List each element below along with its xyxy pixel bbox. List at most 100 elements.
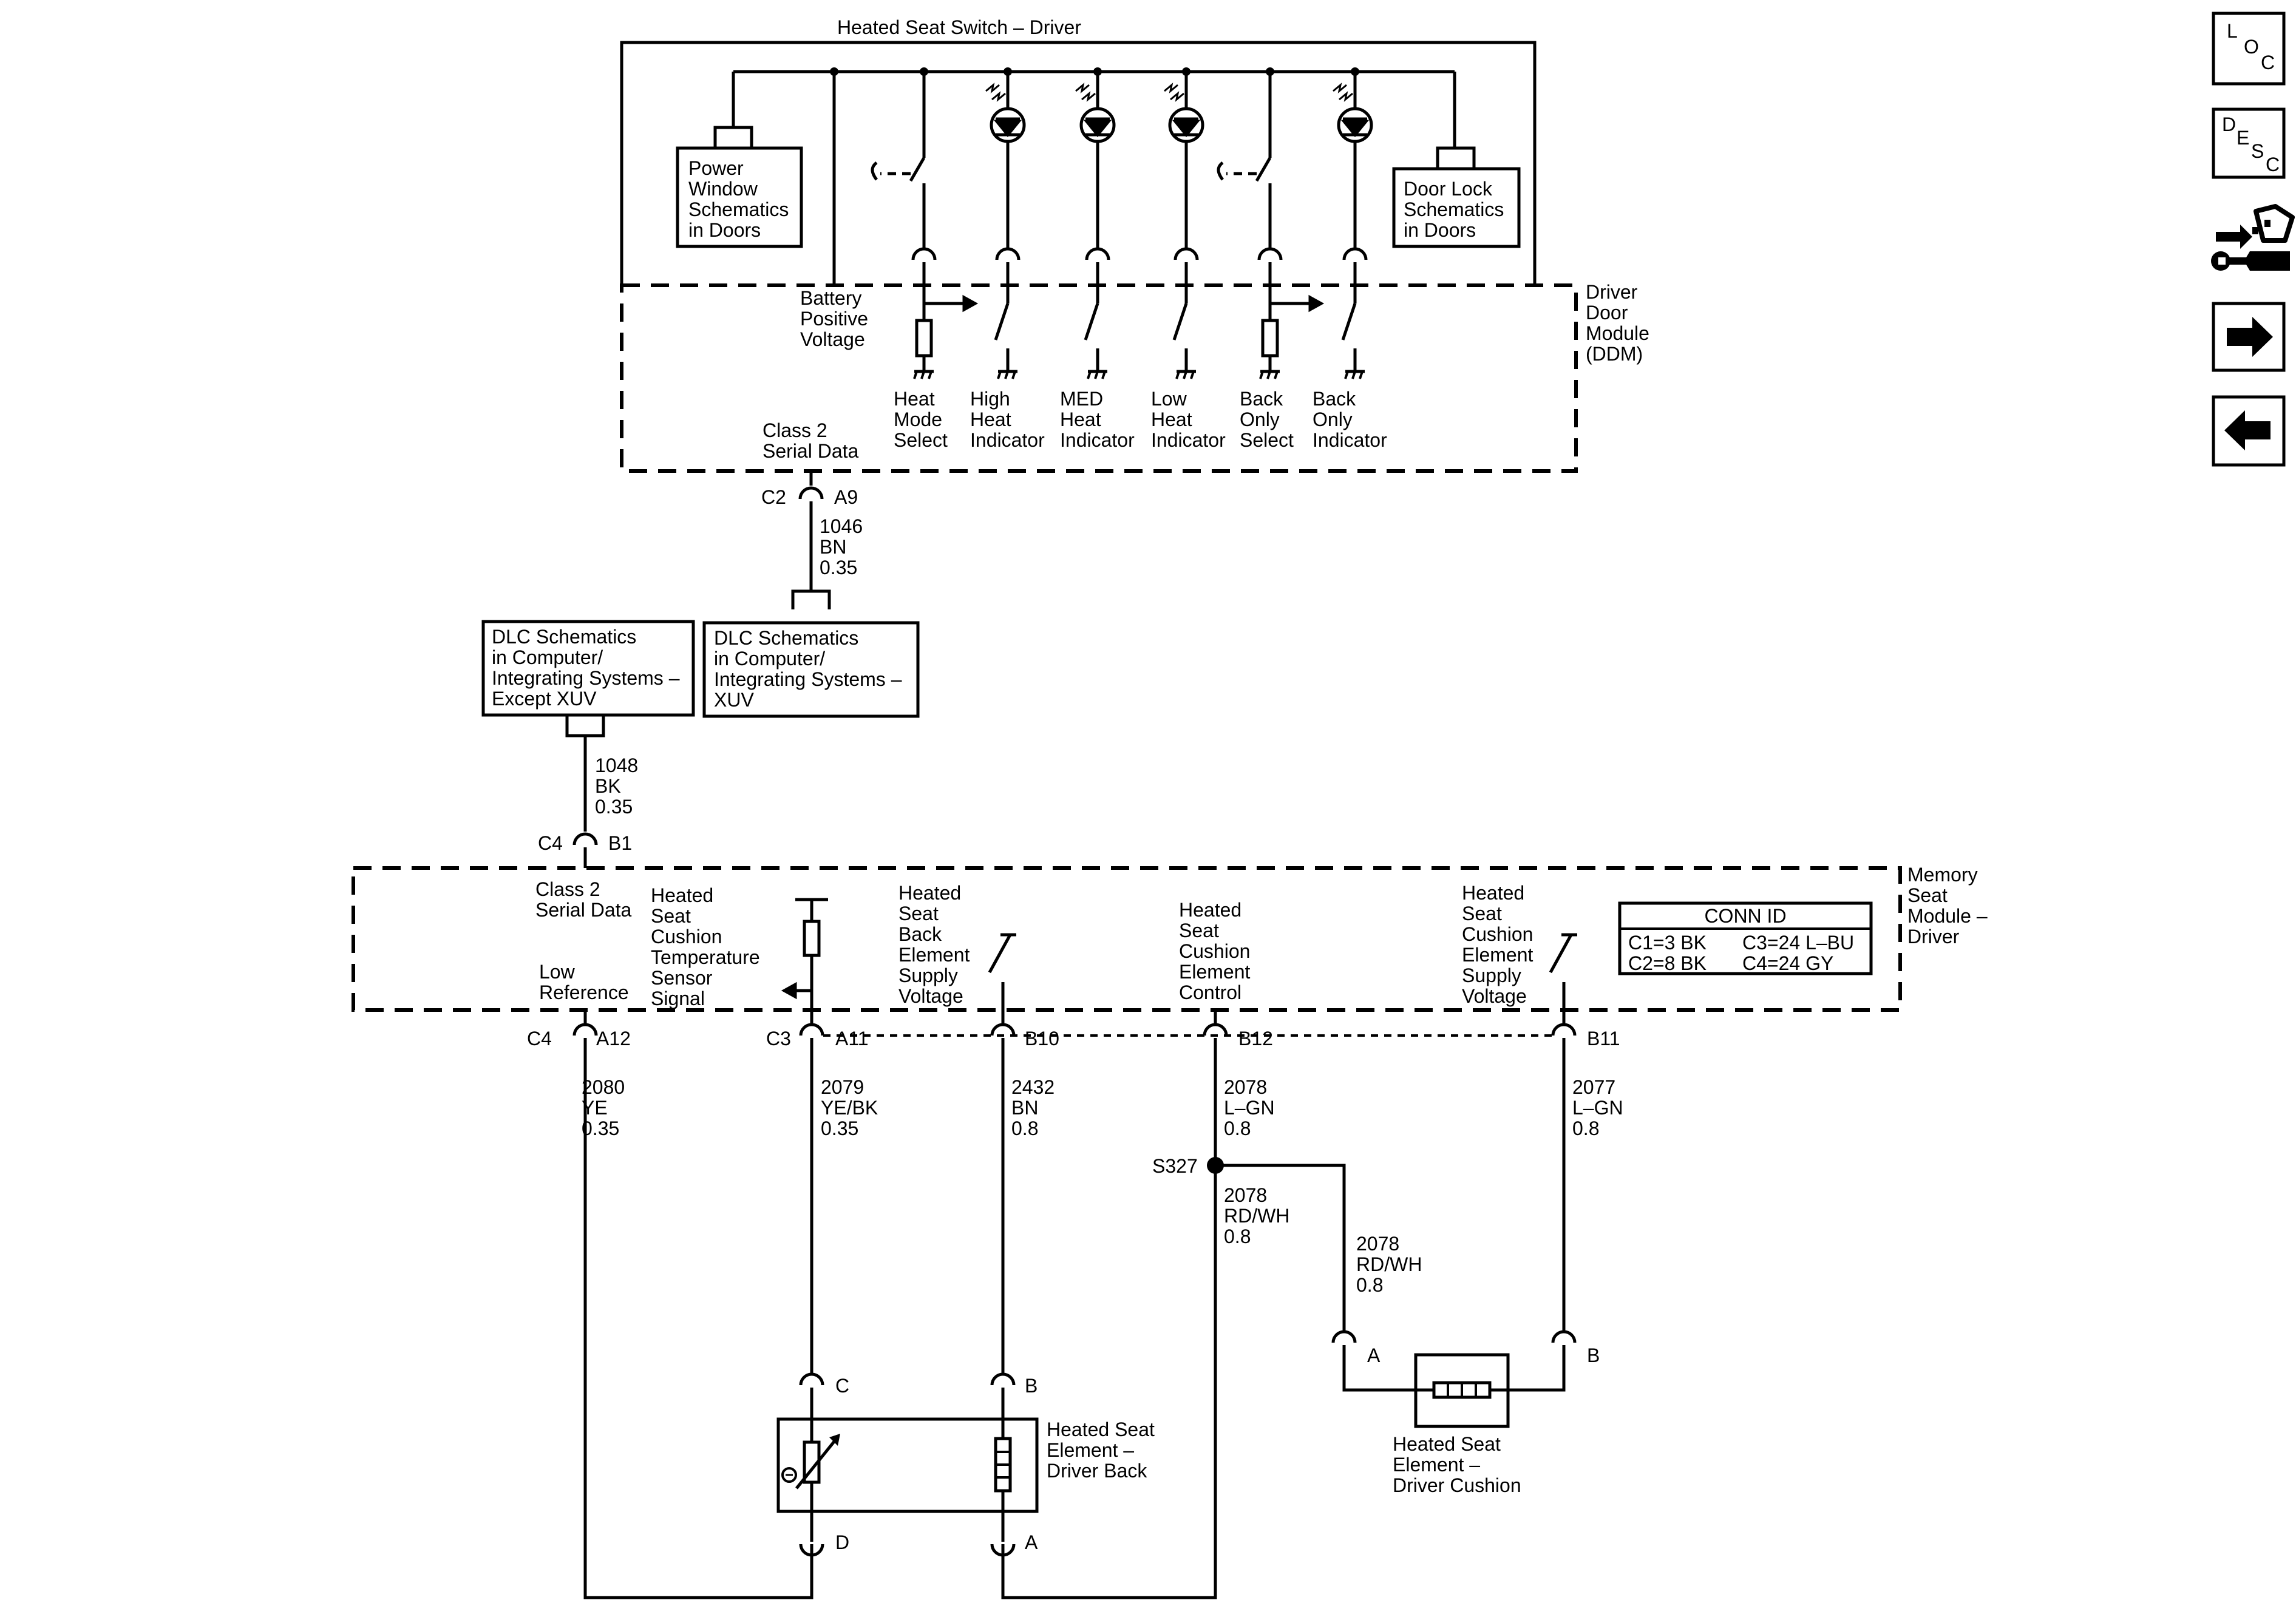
ddm-circuit-labels: Heat Mode Select High Heat Indicator MED… (894, 388, 1387, 451)
svg-text:Element: Element (1462, 944, 1533, 966)
svg-text:0.35: 0.35 (595, 796, 633, 818)
svg-text:B: B (1587, 1344, 1600, 1366)
svg-text:RD/WH: RD/WH (1356, 1253, 1422, 1275)
wire-1046-label: 1046 BN 0.35 (820, 515, 863, 578)
svg-text:Serial Data: Serial Data (763, 440, 859, 462)
cushion-element-labels: A B Heated Seat Element – Driver Cushion (1367, 1344, 1600, 1496)
svg-text:Low: Low (1151, 388, 1187, 410)
lower-wire-labels: 2080 YE 0.35 2079 YE/BK 0.35 2432 BN 0.8… (582, 1076, 1623, 1296)
svg-text:2078: 2078 (1356, 1233, 1399, 1255)
svg-text:Heated: Heated (651, 884, 713, 906)
svg-text:C3=24 L–BU: C3=24 L–BU (1742, 932, 1854, 954)
svg-text:Serial Data: Serial Data (535, 899, 632, 921)
svg-text:C2=8 BK: C2=8 BK (1628, 952, 1707, 974)
svg-text:in Doors: in Doors (688, 219, 761, 241)
svg-text:Back: Back (1313, 388, 1356, 410)
svg-text:Integrating Systems –: Integrating Systems – (714, 668, 902, 690)
svg-text:Driver Back: Driver Back (1047, 1460, 1147, 1482)
ddm-serial-data-label: Class 2 Serial Data (763, 419, 859, 462)
wire-1046 (791, 471, 831, 609)
svg-text:Memory: Memory (1907, 864, 1978, 886)
svg-text:Supply: Supply (898, 964, 958, 986)
svg-text:0.8: 0.8 (1224, 1225, 1251, 1247)
svg-text:2078: 2078 (1224, 1076, 1267, 1098)
svg-text:Element: Element (898, 944, 970, 966)
svg-text:Module: Module (1586, 322, 1649, 344)
svg-text:A12: A12 (596, 1028, 631, 1049)
svg-text:Mode: Mode (894, 408, 942, 430)
svg-text:Heat: Heat (1060, 408, 1101, 430)
svg-text:C3: C3 (766, 1028, 791, 1049)
svg-text:C: C (2261, 52, 2275, 73)
svg-text:Driver: Driver (1907, 926, 1960, 947)
svg-text:O: O (2244, 36, 2259, 58)
svg-text:Voltage: Voltage (1462, 985, 1527, 1007)
switch-contacts (871, 72, 1272, 250)
svg-text:Heat: Heat (970, 408, 1011, 430)
svg-text:Reference: Reference (539, 981, 629, 1003)
svg-text:E: E (2237, 127, 2249, 149)
heated-seat-element-cushion (1333, 1332, 1575, 1428)
svg-text:Door: Door (1586, 302, 1628, 324)
svg-text:L–GN: L–GN (1224, 1097, 1275, 1119)
ddm-grounds (914, 371, 1365, 379)
door-lock-reference: Door Lock Schematics in Doors (1392, 146, 1521, 248)
ddm-connectors (913, 249, 1366, 260)
heated-seat-element-back (776, 1374, 1039, 1571)
svg-text:Only: Only (1240, 408, 1280, 430)
svg-text:Battery: Battery (800, 287, 861, 309)
loc-button[interactable]: L O C (2212, 12, 2286, 86)
previous-page-button[interactable] (2212, 395, 2286, 467)
svg-text:Driver: Driver (1586, 281, 1638, 303)
back-element-labels: C B D A Heated Seat Element – Driver Bac… (835, 1375, 1155, 1553)
svg-text:Indicator: Indicator (970, 429, 1045, 451)
wire-1048-label: 1048 BK 0.35 (595, 754, 638, 818)
svg-text:0.35: 0.35 (582, 1117, 619, 1139)
svg-text:Seat: Seat (1907, 884, 1948, 906)
svg-text:Signal: Signal (651, 988, 705, 1009)
svg-text:C4=24 GY: C4=24 GY (1742, 952, 1833, 974)
svg-text:1048: 1048 (595, 754, 638, 776)
next-page-button[interactable] (2212, 302, 2286, 372)
svg-text:MED: MED (1060, 388, 1103, 410)
svg-text:1046: 1046 (820, 515, 863, 537)
svg-text:Sensor: Sensor (651, 967, 713, 989)
indicator-leds (985, 72, 1373, 250)
svg-text:B11: B11 (1587, 1028, 1620, 1049)
svg-text:0.35: 0.35 (820, 557, 857, 578)
svg-text:Power: Power (688, 157, 744, 179)
svg-text:C2: C2 (761, 486, 786, 508)
svg-text:Temperature: Temperature (651, 946, 760, 968)
connector-wrench-icon[interactable] (2211, 204, 2295, 271)
arrow-left-icon (2224, 410, 2271, 450)
svg-text:Supply: Supply (1462, 964, 1521, 986)
c2-connector-label: C2 A9 (761, 486, 858, 508)
msm-pins (574, 1010, 1575, 1036)
svg-text:2078: 2078 (1224, 1184, 1267, 1206)
svg-text:Heated: Heated (1179, 899, 1241, 921)
svg-text:Voltage: Voltage (898, 985, 963, 1007)
dlc-except-xuv-reference: DLC Schematics in Computer/ Integrating … (481, 620, 695, 717)
svg-text:Schematics: Schematics (688, 198, 789, 220)
svg-text:L: L (2227, 20, 2238, 42)
svg-text:in Doors: in Doors (1404, 219, 1476, 241)
svg-text:Heat: Heat (1151, 408, 1192, 430)
svg-text:Window: Window (688, 178, 758, 200)
svg-text:Element: Element (1179, 961, 1251, 983)
svg-text:B1: B1 (608, 832, 632, 854)
svg-text:DLC Schematics: DLC Schematics (492, 626, 636, 648)
svg-text:Seat: Seat (1179, 920, 1219, 941)
ddm-internals (915, 262, 1357, 370)
desc-button[interactable]: D E S C (2212, 107, 2286, 179)
power-window-reference: Power Window Schematics in Doors (676, 126, 803, 248)
svg-text:Control: Control (1179, 981, 1241, 1003)
svg-text:0.35: 0.35 (821, 1117, 858, 1139)
svg-text:0.8: 0.8 (1011, 1117, 1038, 1139)
svg-text:Element –: Element – (1047, 1439, 1134, 1461)
svg-text:Select: Select (894, 429, 948, 451)
svg-text:Except XUV: Except XUV (492, 688, 597, 710)
svg-text:Indicator: Indicator (1151, 429, 1226, 451)
svg-text:Cushion: Cushion (651, 926, 722, 947)
svg-text:YE: YE (582, 1097, 608, 1119)
svg-text:L–GN: L–GN (1572, 1097, 1623, 1119)
